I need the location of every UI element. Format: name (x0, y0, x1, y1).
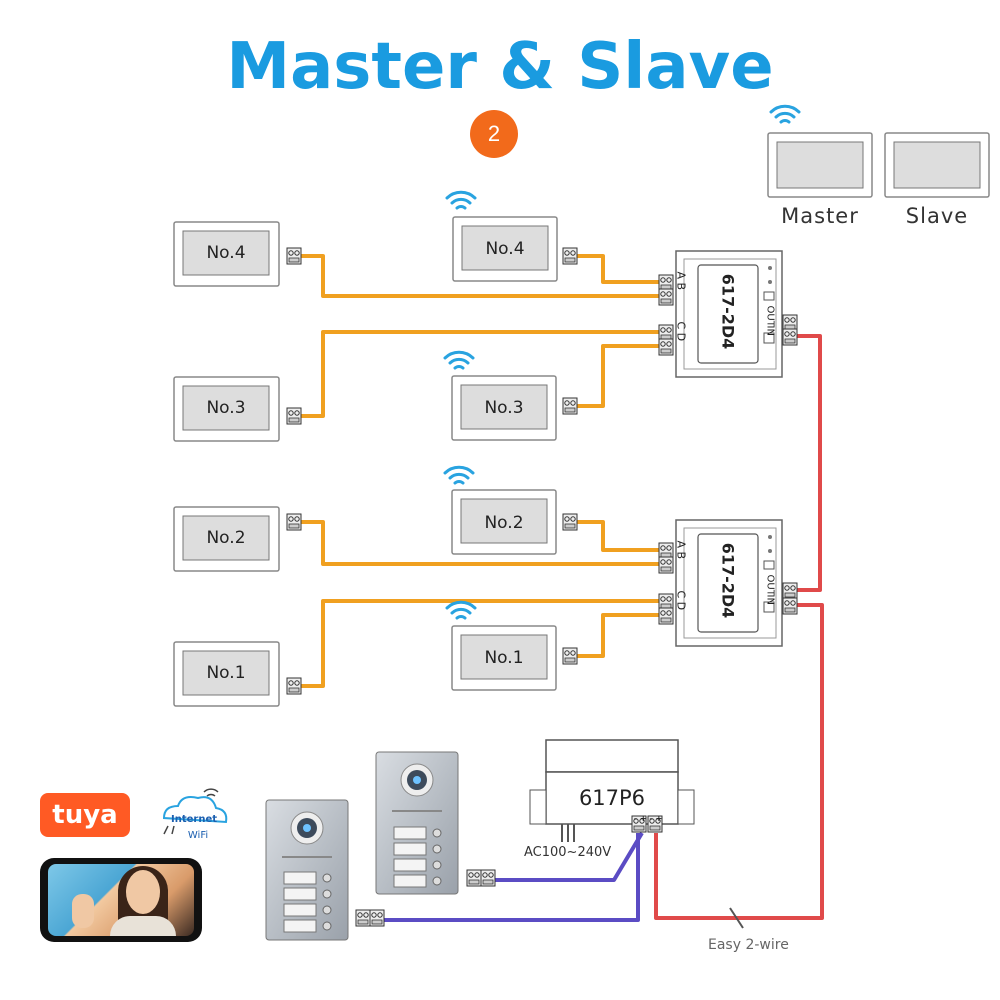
monitor-right-no3-label: No.3 (484, 398, 524, 418)
monitor-right-no2-label: No.2 (484, 513, 524, 533)
distributor-top-model: 617-2D4 (718, 273, 738, 350)
power-supply-terminals: - + - + (633, 814, 663, 823)
wire-left-no2 (300, 520, 670, 566)
monitor-right-no4-label: No.4 (485, 239, 525, 259)
monitor-left-no1 (173, 641, 302, 707)
cable-note: Easy 2-wire (708, 937, 789, 953)
internet-label: Internet (170, 814, 217, 825)
power-supply-model: 617P6 (578, 786, 646, 810)
wifi-icon (443, 465, 475, 485)
bus-wires (300, 254, 670, 688)
wifi-label: WiFi (187, 830, 209, 841)
door-station-1 (265, 799, 385, 941)
monitor-left-no4 (173, 221, 302, 287)
wire-right-no1 (577, 613, 670, 658)
internet-wifi-icon (162, 788, 228, 835)
phone-screen (48, 864, 194, 936)
distributor-top (658, 250, 798, 378)
wire-door-1 (383, 833, 640, 922)
distributor-bottom-model: 617-2D4 (718, 542, 738, 619)
wifi-icon (445, 600, 477, 620)
distributor-bottom-port-ab: A B (674, 540, 688, 560)
wifi-icon (443, 350, 475, 370)
smartphone-icon (40, 858, 202, 942)
door-wires (383, 831, 644, 922)
power-supply-ac-input: AC100~240V (524, 845, 612, 860)
monitor-left-no3-label: No.3 (206, 398, 246, 418)
wire-right-no3 (577, 344, 670, 408)
door-station-2 (375, 751, 496, 895)
cable-tick (729, 907, 744, 929)
distributor-top-port-cd: C D (674, 321, 688, 342)
monitor-left-no1-label: No.1 (206, 663, 246, 683)
monitor-right-no4 (445, 190, 578, 282)
video-call-shirt (110, 916, 176, 936)
monitor-right-no2 (443, 465, 578, 555)
legend-master-label: Master (781, 204, 859, 228)
step-badge: 2 (470, 110, 518, 158)
video-call-face (126, 870, 160, 914)
page-title: Master & Slave (226, 30, 774, 104)
legend-slave-label: Slave (905, 204, 969, 228)
monitor-left-no4-label: No.4 (206, 243, 246, 263)
power-supply (529, 739, 695, 842)
monitor-left-no2-label: No.2 (206, 528, 246, 548)
power-wires (654, 334, 824, 920)
wire-left-no3 (300, 330, 670, 418)
monitor-left-no3 (173, 376, 302, 442)
monitor-right-no3 (443, 350, 578, 441)
video-call-hand (72, 894, 94, 928)
wifi-icon (445, 190, 477, 210)
wire-door-2 (495, 831, 644, 882)
tuya-logo: tuya (40, 793, 130, 837)
wifi-icon (769, 104, 801, 124)
monitor-right-no1 (445, 600, 578, 691)
legend-slave-monitor (884, 132, 990, 198)
wire-left-no4 (300, 254, 670, 298)
distributor-bottom-port-cd: C D (674, 590, 688, 611)
wire-right-no2 (577, 520, 670, 552)
trunk-bottom-to-psu (654, 603, 824, 920)
wire-right-no4 (575, 254, 670, 284)
distributor-bottom (658, 519, 798, 647)
trunk-top-to-bottom (792, 334, 822, 592)
distributor-top-port-in: IN (764, 325, 776, 336)
wire-left-no1 (300, 599, 670, 688)
monitor-right-no1-label: No.1 (484, 648, 524, 668)
distributor-top-port-ab: A B (674, 271, 688, 291)
legend-master-monitor (767, 104, 873, 198)
distributor-bottom-port-in: IN (764, 594, 776, 605)
monitor-left-no2 (173, 506, 302, 572)
